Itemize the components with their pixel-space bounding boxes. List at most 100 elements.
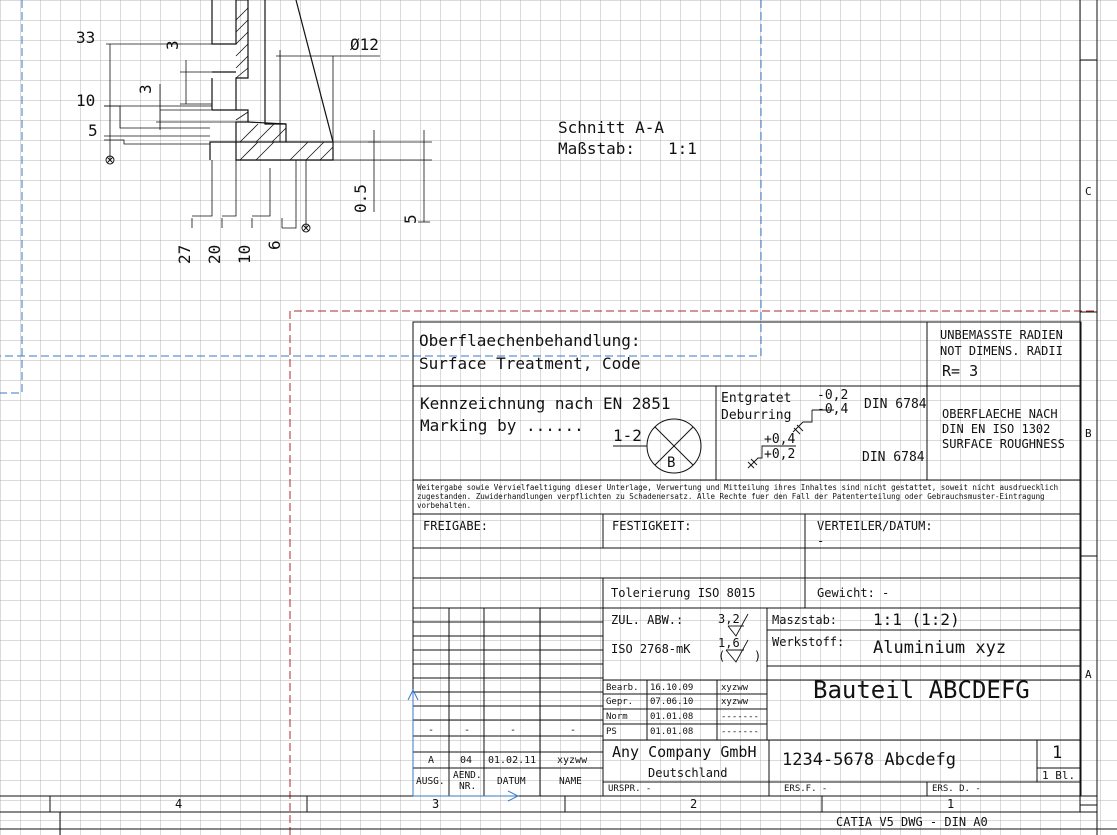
rev-header-aend-1: AEND. [453, 770, 482, 781]
sig-label-gepr: Gepr. [606, 697, 634, 707]
din-6784-upper: DIN 6784 [864, 397, 927, 412]
sig-name-ps: ------- [721, 727, 759, 737]
zul-abw-label: ZUL. ABW.: [611, 613, 684, 627]
zone-1: 1 [947, 797, 955, 811]
surface-treatment-label-en: Surface Treatment, Code [419, 354, 641, 373]
dim-10-bottom: 10 [235, 244, 254, 264]
dim-5-right: 5 [401, 214, 420, 224]
marking-label-de: Kennzeichnung nach EN 2851 [420, 394, 671, 413]
radii-value: R= 3 [942, 362, 979, 380]
dim-20: 20 [205, 244, 224, 264]
rev-dash-aend: - [464, 725, 471, 736]
legal-notice-line-1: Weitergabe sowie Vervielfaeltigung diese… [417, 483, 1059, 492]
maszstab-label: Maszstab: [772, 613, 838, 627]
part-section [209, 0, 334, 161]
tolerance-neg-2: -0,4 [817, 402, 849, 417]
dim-diameter-12: Ø12 [350, 35, 379, 54]
footer-format-label: CATIA V5 DWG - DIN A0 [836, 815, 988, 829]
maszstab-value: 1:1 (1:2) [873, 610, 960, 629]
sheet-number: 1 [1052, 743, 1063, 763]
section-title: Schnitt A-A [558, 118, 664, 137]
title-block-lines [412, 321, 1082, 797]
deburr-label-de: Entgratet [721, 391, 792, 406]
roughness-symbols [725, 613, 749, 663]
zone-3: 3 [432, 797, 440, 811]
rev-header-name: NAME [559, 776, 582, 787]
din-6784-lower: DIN 6784 [862, 450, 925, 465]
rev-header-datum: DATUM [497, 776, 526, 787]
sig-date-bearb: 16.10.09 [650, 683, 694, 693]
datum-markers [105, 155, 311, 233]
dimension-lines [104, 43, 432, 229]
sig-name-bearb: xyzww [721, 683, 749, 693]
rev-dash-datum: - [510, 725, 517, 736]
sig-date-gepr: 07.06.10 [650, 697, 694, 707]
sig-label-bearb: Bearb. [606, 683, 639, 693]
hatching [235, 0, 334, 161]
deburr-label-en: Deburring [721, 408, 792, 423]
sig-label-norm: Norm [606, 712, 628, 722]
zone-b: B [1085, 427, 1092, 440]
zone-a: A [1085, 668, 1092, 681]
dim-27: 27 [175, 244, 194, 264]
marking-symbol [613, 418, 702, 474]
legal-notice-line-3: vorbehalten. [417, 501, 472, 510]
deburr-symbols [747, 409, 834, 469]
zone-2: 2 [690, 797, 698, 811]
marking-code: 1-2 [613, 426, 642, 445]
ers-d-label: ERS. D. - [932, 784, 981, 794]
freigabe-label: FREIGABE: [423, 519, 489, 533]
legal-notice-line-2: zugestanden. Zuwiderhandlungen verpflich… [417, 492, 1045, 501]
dim-33: 33 [76, 28, 96, 47]
roughness-value-b: 1,6 [718, 636, 740, 650]
tolerance-pos-2: +0,2 [764, 447, 796, 462]
dim-5: 5 [88, 121, 98, 140]
rev-name: xyzww [557, 755, 588, 766]
zone-c: C [1085, 185, 1092, 198]
sig-name-norm: ------- [721, 712, 759, 722]
roughness-value-a: 3,2 [718, 612, 740, 626]
roughness-paren-open: ( [718, 649, 726, 663]
dim-10: 10 [76, 91, 96, 110]
tolerierung-label: Tolerierung ISO 8015 [611, 586, 756, 600]
rev-dash-ausg: - [428, 725, 435, 736]
werkstoff-value: Aluminium xyz [873, 638, 1007, 658]
zone-4: 4 [175, 797, 183, 811]
marking-label-en: Marking by ...... [420, 416, 584, 435]
drawing-number: 1234-5678 Abcdefg [782, 750, 956, 770]
urspr-label: URSPR. - [608, 784, 652, 794]
radii-label-de: UNBEMASSTE RADIEN [940, 328, 1063, 342]
iso2768-label: ISO 2768-mK [611, 642, 691, 656]
axis-arrows [407, 688, 520, 802]
tolerance-pos-1: +0,4 [764, 432, 796, 447]
marking-letter: B [667, 455, 676, 471]
dim-6: 6 [265, 240, 284, 250]
sig-label-ps: PS [606, 727, 617, 737]
gewicht-label: Gewicht: - [817, 586, 890, 600]
radii-label-en: NOT DIMENS. RADII [940, 344, 1063, 358]
verteiler-value: - [817, 534, 825, 548]
company-name: Any Company GmbH [612, 743, 757, 761]
view-border-red [289, 310, 1097, 835]
part-name: Bauteil ABCDEFG [813, 676, 1030, 704]
dim-3-lower: 3 [136, 84, 155, 94]
rev-header-ausg: AUSG. [416, 776, 445, 787]
verteiler-label: VERTEILER/DATUM: [817, 519, 933, 533]
view-border-blue [0, 0, 762, 357]
surface-treatment-label-de: Oberflaechenbehandlung: [419, 331, 641, 350]
roughness-label-3: SURFACE ROUGHNESS [942, 437, 1065, 451]
section-scale-label: Maßstab: [558, 139, 636, 158]
festigkeit-label: FESTIGKEIT: [612, 519, 692, 533]
dim-3-upper: 3 [163, 40, 182, 50]
company-country: Deutschland [648, 766, 728, 780]
sig-name-gepr: xyzww [721, 697, 749, 707]
roughness-label-2: DIN EN ISO 1302 [942, 422, 1051, 436]
werkstoff-label: Werkstoff: [772, 635, 845, 649]
roughness-label-1: OBERFLAECHE NACH [942, 407, 1058, 421]
rev-header-aend-2: NR. [459, 781, 477, 792]
rev-dash-name: - [570, 725, 577, 736]
tolerance-neg-1: -0,2 [817, 388, 849, 403]
rev-datum: 01.02.11 [488, 755, 537, 766]
